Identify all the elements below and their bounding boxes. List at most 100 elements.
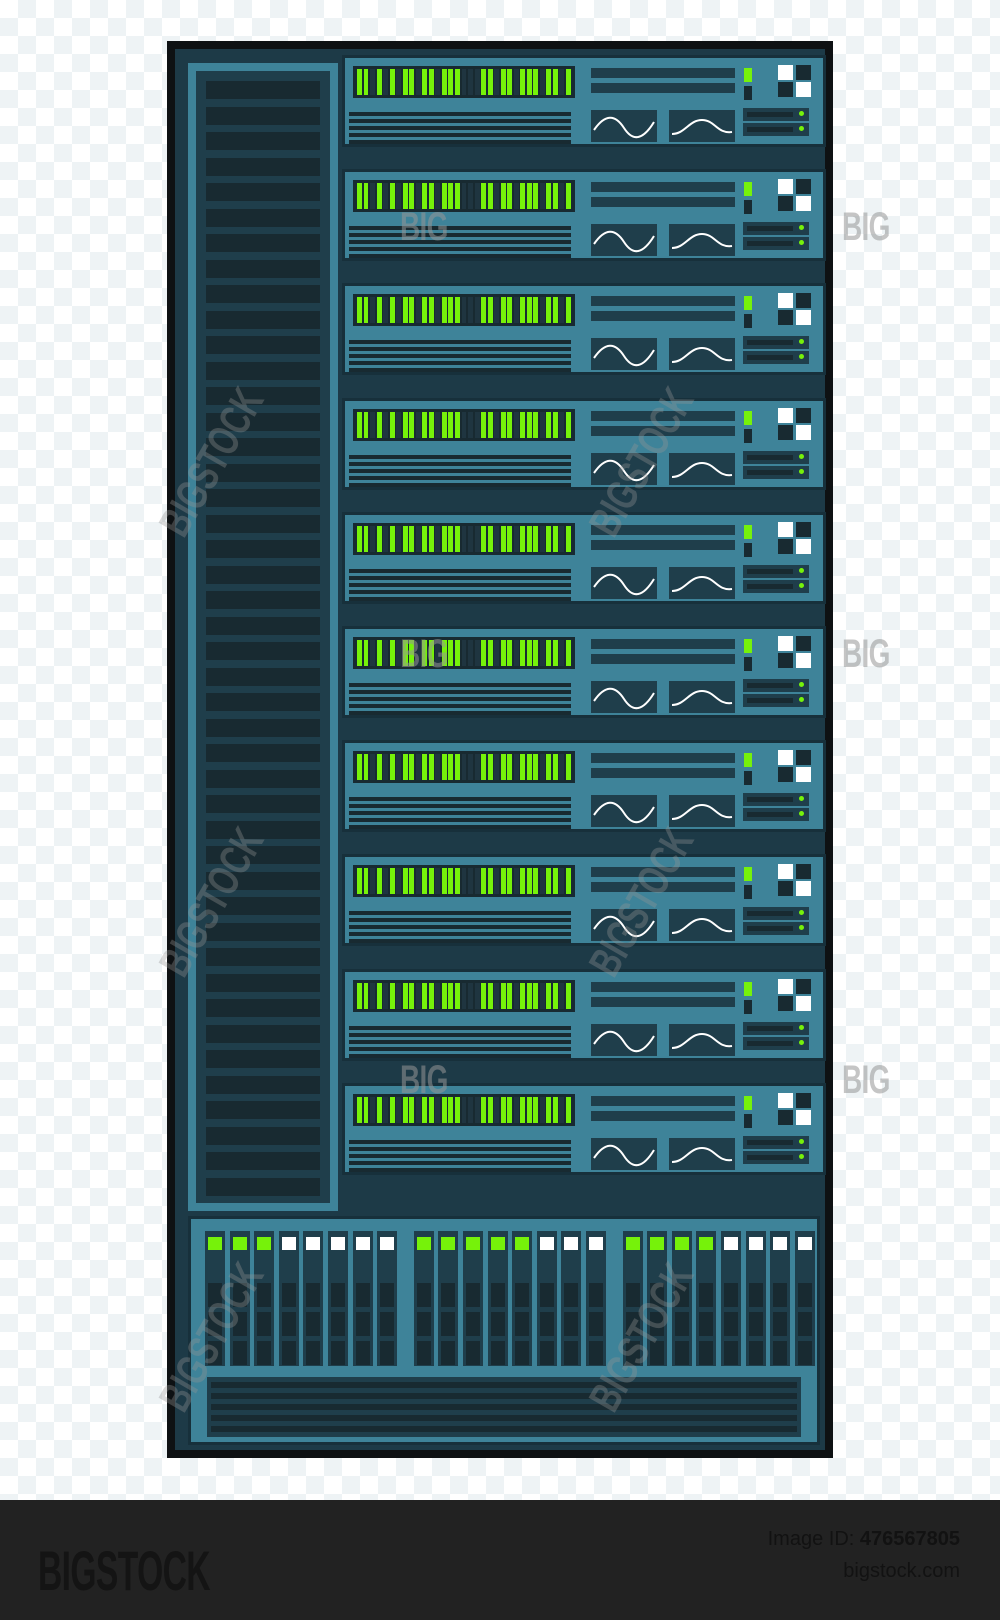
vent-line bbox=[349, 568, 571, 573]
power-led bbox=[744, 1095, 752, 1110]
led-indicator bbox=[376, 297, 382, 324]
led-indicator bbox=[454, 69, 460, 95]
indicator-square bbox=[796, 538, 811, 554]
drive-bay bbox=[278, 1231, 299, 1366]
status-bar bbox=[591, 296, 735, 307]
slot-bar bbox=[747, 1139, 793, 1145]
led-indicator bbox=[533, 411, 539, 438]
server-unit bbox=[342, 1082, 826, 1175]
white-led bbox=[589, 1237, 603, 1250]
indicator-square bbox=[778, 881, 793, 897]
drive-block bbox=[773, 1283, 788, 1307]
drive-block bbox=[355, 1312, 370, 1336]
green-led bbox=[466, 1237, 480, 1250]
led-indicator bbox=[441, 640, 447, 666]
bigstock-logo[interactable]: BIGSTOCK bbox=[38, 1539, 211, 1602]
led-indicator bbox=[526, 69, 532, 95]
drive-block bbox=[441, 1283, 456, 1307]
led-indicator bbox=[448, 183, 454, 210]
vent-line bbox=[349, 575, 571, 580]
server-unit bbox=[342, 55, 826, 147]
status-bar bbox=[591, 68, 735, 78]
led-indicator bbox=[559, 1096, 565, 1123]
vent-slat bbox=[206, 1177, 320, 1196]
vent-line bbox=[349, 825, 571, 830]
led-indicator bbox=[363, 1096, 369, 1123]
led-indicator bbox=[357, 411, 362, 438]
slot-bar bbox=[747, 112, 793, 117]
led-indicator bbox=[559, 69, 565, 95]
led-indicator bbox=[363, 525, 369, 552]
led-indicator bbox=[520, 1096, 526, 1123]
led-indicator bbox=[435, 1096, 441, 1123]
led-indicator bbox=[415, 1096, 421, 1123]
led-indicator bbox=[441, 1096, 447, 1123]
led-indicator bbox=[494, 411, 500, 438]
vent-line bbox=[349, 1139, 571, 1144]
activity-led bbox=[799, 697, 804, 702]
vent-line bbox=[349, 704, 571, 708]
led-indicator bbox=[507, 69, 513, 95]
slot-bar bbox=[747, 340, 793, 346]
status-bar bbox=[591, 981, 735, 992]
waveform-display bbox=[591, 909, 657, 942]
led-indicator bbox=[481, 297, 487, 324]
led-indicator bbox=[435, 411, 441, 438]
drive-block bbox=[306, 1283, 321, 1307]
led-indicator bbox=[546, 411, 552, 438]
drive-block bbox=[441, 1341, 456, 1365]
led-indicator bbox=[441, 525, 447, 552]
activity-led bbox=[799, 339, 804, 345]
vent-slat bbox=[206, 310, 320, 329]
led-indicator bbox=[468, 183, 473, 210]
drive-bay bbox=[229, 1231, 250, 1366]
led-indicator bbox=[454, 297, 460, 324]
drive-block bbox=[281, 1283, 296, 1307]
server-unit bbox=[342, 283, 826, 376]
led-indicator bbox=[500, 297, 506, 324]
vent-slat bbox=[206, 1075, 320, 1094]
vent-line bbox=[349, 340, 571, 345]
drive-bay bbox=[721, 1231, 741, 1366]
led-indicator bbox=[402, 411, 408, 438]
drive-bay bbox=[328, 1231, 348, 1366]
waveform-display bbox=[591, 452, 657, 485]
site-link[interactable]: bigstock.com bbox=[843, 1560, 960, 1582]
status-led bbox=[744, 999, 752, 1014]
activity-led bbox=[799, 925, 804, 931]
led-indicator bbox=[409, 640, 415, 666]
drive-block bbox=[564, 1312, 579, 1336]
drive-block bbox=[355, 1341, 370, 1365]
waveform-display bbox=[669, 224, 735, 257]
server-unit bbox=[342, 740, 826, 833]
led-indicator bbox=[487, 183, 493, 210]
power-led bbox=[744, 296, 752, 311]
drive-block bbox=[257, 1312, 272, 1336]
vent-slat bbox=[206, 591, 320, 609]
led-indicator bbox=[494, 868, 500, 895]
watermark-big: BIG bbox=[842, 632, 890, 676]
slot-bar bbox=[747, 698, 793, 703]
status-bar bbox=[591, 425, 735, 436]
drive-block bbox=[380, 1341, 395, 1365]
led-indicator bbox=[500, 640, 506, 666]
drive-block bbox=[773, 1341, 788, 1365]
status-led bbox=[744, 885, 752, 900]
status-bar bbox=[591, 639, 735, 649]
vent-slat bbox=[206, 1152, 320, 1170]
led-indicator bbox=[409, 69, 415, 95]
led-indicator bbox=[409, 868, 415, 895]
led-indicator bbox=[487, 1096, 493, 1123]
drive-slot bbox=[743, 123, 809, 136]
green-led bbox=[650, 1237, 665, 1250]
indicator-square bbox=[796, 767, 811, 783]
led-indicator bbox=[500, 868, 506, 895]
vent-slat bbox=[206, 438, 320, 456]
led-indicator bbox=[435, 868, 441, 895]
waveform-display bbox=[669, 681, 735, 713]
led-indicator bbox=[435, 297, 441, 324]
vent-lines bbox=[349, 683, 571, 715]
vent-slat bbox=[206, 208, 320, 227]
power-led bbox=[744, 68, 752, 82]
drive-block bbox=[515, 1312, 530, 1336]
